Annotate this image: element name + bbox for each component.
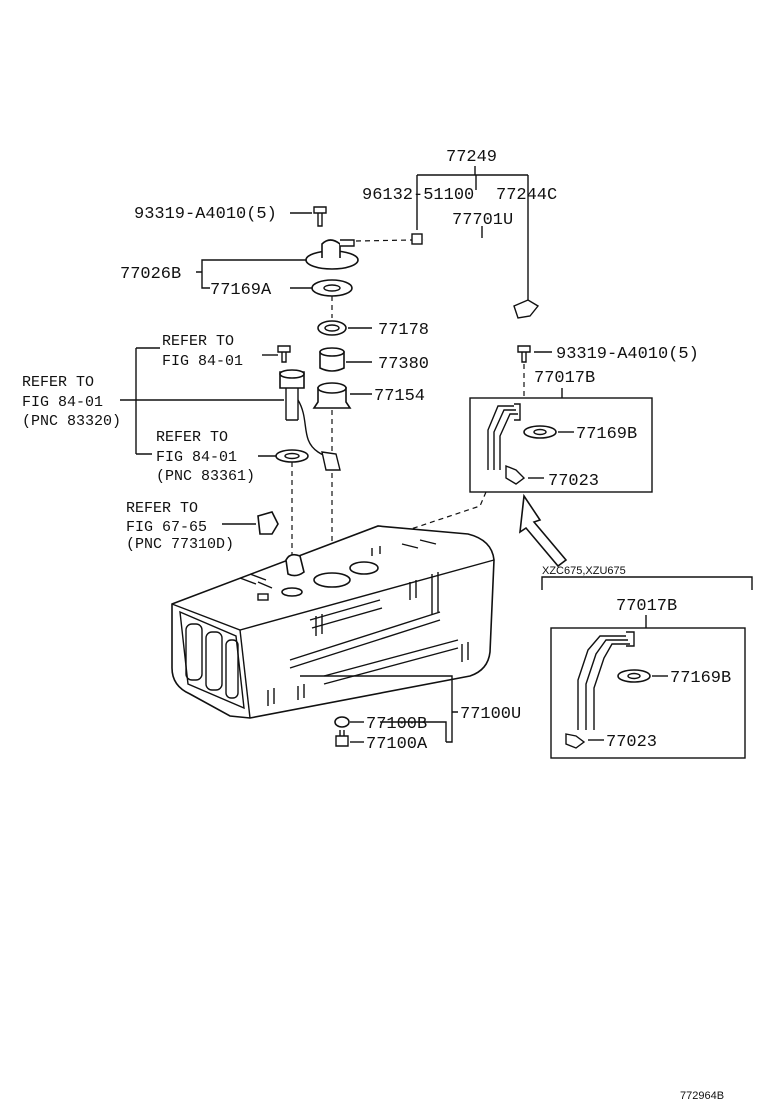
- hose-bracket: [513, 299, 540, 319]
- label-77023-b[interactable]: 77023: [606, 733, 657, 752]
- label-93319-top[interactable]: 93319-A4010(5): [134, 205, 277, 224]
- leader-77244c: [481, 200, 529, 305]
- label-77169a[interactable]: 77169A: [210, 281, 272, 300]
- gauge-nipple: [340, 239, 355, 247]
- sensor-ref4: [257, 511, 279, 535]
- leader-77100u: [300, 675, 458, 743]
- ref1-line2[interactable]: FIG 84-01: [162, 353, 243, 370]
- ref2-line1[interactable]: REFER TO: [22, 374, 94, 391]
- label-96132-51100[interactable]: 96132-51100: [362, 186, 474, 205]
- washer-77100b: [334, 716, 350, 728]
- label-77100b[interactable]: 77100B: [366, 715, 427, 734]
- hose-dash: [355, 239, 413, 242]
- cup-77380: [319, 351, 345, 372]
- label-93319-right[interactable]: 93319-A4010(5): [556, 345, 699, 364]
- arrow-icon: [519, 493, 568, 568]
- gasket-77169b-b-hole: [627, 672, 641, 680]
- variant-bracket: [541, 576, 753, 590]
- label-variant[interactable]: XZC675,XZU675: [542, 565, 626, 577]
- label-77380[interactable]: 77380: [378, 355, 429, 374]
- ref2-line3[interactable]: (PNC 83320): [22, 413, 121, 430]
- ref1-line1[interactable]: REFER TO: [162, 333, 234, 350]
- breather-hose-inner: [423, 235, 517, 314]
- pump-tube: [285, 388, 299, 421]
- label-77701u[interactable]: 77701U: [452, 211, 513, 230]
- label-77178[interactable]: 77178: [378, 321, 429, 340]
- box-77017b-a: [469, 397, 653, 493]
- figure-id: 772964B: [680, 1090, 724, 1102]
- ref3-line2[interactable]: FIG 84-01: [156, 449, 237, 466]
- label-77244c[interactable]: 77244C: [496, 186, 557, 205]
- ref4-line2[interactable]: FIG 67-65: [126, 519, 207, 536]
- label-77100a[interactable]: 77100A: [366, 735, 428, 754]
- leader-77249: [416, 166, 529, 230]
- bolt-93319-top: [313, 206, 327, 227]
- pipes-a-end: [514, 403, 521, 421]
- ring-77178-hole: [324, 324, 340, 332]
- label-77154[interactable]: 77154: [374, 387, 425, 406]
- ref3-line3[interactable]: (PNC 83361): [156, 468, 255, 485]
- label-77026b[interactable]: 77026B: [120, 265, 181, 284]
- label-77017b-a[interactable]: 77017B: [534, 369, 595, 388]
- gasket-77169a-hole: [323, 284, 341, 292]
- bolt-93319-right: [517, 345, 531, 363]
- hose-clip: [411, 233, 423, 245]
- gasket-77169b-a-hole: [533, 428, 547, 436]
- pump-connector: [321, 451, 341, 471]
- label-77249[interactable]: 77249: [446, 148, 497, 167]
- bolt-ref1: [277, 345, 291, 363]
- connector-77023-b: [565, 733, 586, 749]
- breather-hose-outer: [423, 235, 517, 313]
- ref2-line2[interactable]: FIG 84-01: [22, 394, 103, 411]
- label-77169b-a[interactable]: 77169B: [576, 425, 637, 444]
- leader-77026b: [196, 259, 310, 289]
- bracket-ref1-ref3: [135, 347, 160, 455]
- connector-77023-a: [505, 464, 526, 485]
- pump-top-cap: [279, 369, 305, 379]
- cup-77380-top: [319, 347, 345, 357]
- fuel-tank: [171, 525, 495, 719]
- ref4-line1[interactable]: REFER TO: [126, 500, 198, 517]
- ref3-line1[interactable]: REFER TO: [156, 429, 228, 446]
- label-77017b-b[interactable]: 77017B: [616, 597, 677, 616]
- pipes-b-end: [626, 631, 635, 647]
- box-77017b-b: [550, 627, 746, 759]
- seal-77154-top: [317, 382, 347, 394]
- gauge-dome: [321, 239, 341, 258]
- label-77023-a[interactable]: 77023: [548, 472, 599, 491]
- label-77100u[interactable]: 77100U: [460, 705, 521, 724]
- gasket-ref3-hole: [284, 452, 300, 460]
- ref4-line3[interactable]: (PNC 77310D): [126, 536, 234, 553]
- pipes-b: [577, 635, 630, 730]
- label-77169b-b[interactable]: 77169B: [670, 669, 731, 688]
- bolt-77100a: [335, 730, 349, 747]
- pipes-a: [487, 405, 518, 470]
